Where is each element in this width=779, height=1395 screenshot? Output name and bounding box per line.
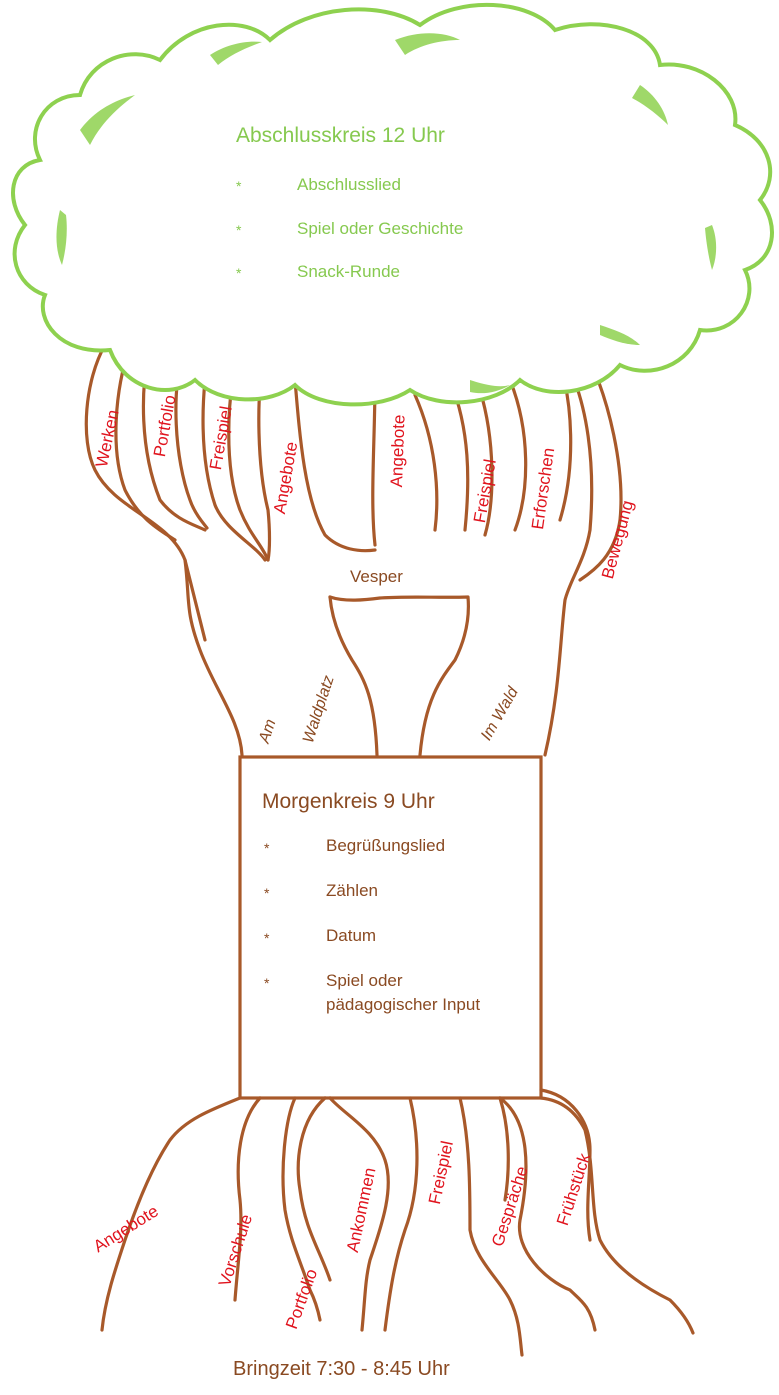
morning-item: Zählen [326,879,378,903]
closing-item: Spiel oder Geschichte [297,219,463,239]
branch-label-angebote-2: Angebote [387,414,410,487]
morning-item: Begrüßungslied [326,834,445,858]
arrival-time-caption: Bringzeit 7:30 - 8:45 Uhr [233,1358,450,1381]
bullet-icon: * [264,840,269,856]
morning-circle-title: Morgenkreis 9 Uhr [262,790,435,814]
bullet-icon: * [236,222,241,238]
morning-item: pädagogischer Input [326,993,480,1017]
bullet-icon: * [236,178,241,194]
bullet-icon: * [264,885,269,901]
bullet-icon: * [264,930,269,946]
vesper-label: Vesper [350,567,403,587]
root-lines [102,1090,693,1355]
morning-item: Spiel oder [326,969,403,993]
closing-cloud [13,5,772,405]
bullet-icon: * [264,975,269,991]
closing-item: Snack-Runde [297,262,400,282]
morning-item: Datum [326,924,376,948]
closing-circle-title: Abschlusskreis 12 Uhr [236,124,445,148]
closing-item: Abschlusslied [297,175,401,195]
bullet-icon: * [236,265,241,281]
vesper-funnel [330,597,468,755]
